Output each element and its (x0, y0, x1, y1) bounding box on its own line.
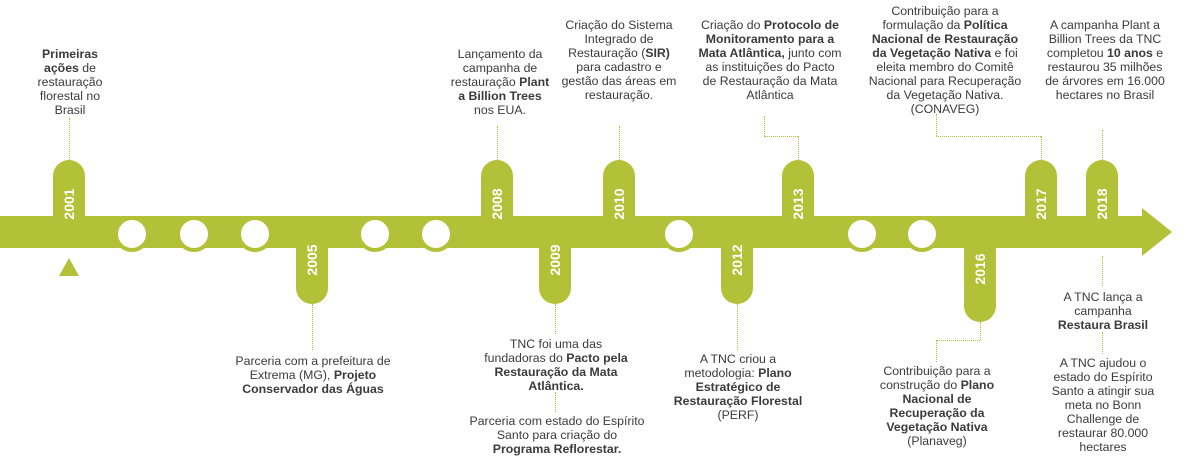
highlight-text: Primeiras ações (41, 47, 99, 75)
highlight-text: SIR) (645, 46, 670, 60)
leader-line (936, 136, 1041, 137)
highlight-text: Projeto Conservador das Águas (242, 368, 384, 396)
milestone-text-2010: Criação do Sistema Integrado de Restaura… (561, 18, 677, 102)
body-text: Parceria com a prefeitura de Extrema (MG… (235, 354, 391, 382)
leader-line (936, 114, 937, 136)
year-label: 2012 (729, 244, 745, 276)
body-text: junto com as instituições do Pacto de Re… (702, 46, 842, 102)
year-label: 2017 (1033, 188, 1049, 220)
timeline-node (176, 216, 212, 252)
leader-line (936, 340, 980, 341)
timeline-node (418, 216, 454, 252)
milestone-text-2018: A campanha Plant a Billion Trees da TNC … (1043, 18, 1167, 102)
body-text: TNC foi uma das fundadoras do (484, 337, 603, 365)
leader-line (312, 304, 313, 350)
year-dot (1091, 222, 1113, 244)
start-marker-icon (59, 258, 79, 276)
timeline-node (661, 216, 697, 252)
year-dot (608, 222, 630, 244)
milestone-text-2008: Lançamento da campanha de restauração Pl… (448, 47, 552, 117)
timeline-arrow (0, 208, 1172, 256)
highlight-text: Plant a Billion Trees (458, 75, 550, 103)
highlight-text: Restaura Brasil (1057, 318, 1149, 332)
timeline-node (357, 216, 393, 252)
body-text: A campanha Plant a Billion Trees da TNC … (1046, 18, 1162, 60)
body-text: e foi eleita membro do Comitê Nacional p… (868, 46, 1022, 116)
body-text: (PERF) (717, 408, 759, 422)
year-label: 2009 (547, 244, 563, 276)
year-dot (787, 222, 809, 244)
milestone-text-2012: A TNC criou a metodologia: Plano Estraté… (673, 352, 803, 422)
body-text: e restaurou 35 milhões de árvores em 16.… (1045, 46, 1165, 102)
body-text: Contribuição para a construção do (879, 364, 991, 392)
highlight-text: Política Nacional de Restauração da Vege… (871, 18, 1019, 60)
year-label: 2016 (972, 253, 988, 285)
milestone-text-2013: Criação do Protocolo de Monitoramento pa… (697, 18, 843, 102)
year-dot (969, 221, 991, 243)
highlight-text: Plano Estratégico de Restauração Florest… (673, 366, 803, 408)
leader-line (69, 118, 70, 160)
year-label: 2018 (1094, 188, 1110, 220)
leader-line (764, 136, 798, 137)
year-dot (544, 221, 566, 243)
year-dot (1030, 222, 1052, 244)
milestone-text-2001: Primeiras ações de restauração florestal… (30, 47, 110, 117)
timeline-node (844, 216, 880, 252)
timeline-node (237, 216, 273, 252)
leader-line (936, 340, 937, 362)
year-label: 2001 (61, 188, 77, 220)
milestone-text-2005: Parceria com a prefeitura de Extrema (MG… (232, 354, 394, 396)
body-text: para cadastro e gestão das áreas em rest… (561, 60, 677, 102)
leader-line (1102, 332, 1103, 354)
body-text: Parceria com estado do Espírito Santo pa… (469, 414, 645, 442)
body-text: Lançamento da campanha de restauração (450, 47, 543, 89)
leader-line (1102, 130, 1103, 160)
highlight-text: Pacto pela Restauração da Mata Atlântica… (494, 351, 628, 393)
year-label: 2008 (489, 188, 505, 220)
leader-line (619, 126, 620, 160)
highlight-text: Programa Reflorestar. (492, 442, 622, 456)
highlight-text: Protocolo de Monitoramento para a Mata A… (698, 18, 840, 60)
milestone-text-2009: TNC foi uma das fundadoras do Pacto pela… (478, 337, 634, 393)
milestone-text-2018-third: A TNC ajudou o estado do Espírito Santo … (1041, 356, 1165, 454)
milestone-text-2018-second: A TNC lança a campanha Restaura Brasil (1048, 290, 1158, 332)
year-dot (58, 222, 80, 244)
year-dot (301, 221, 323, 243)
year-dot (726, 221, 748, 243)
year-dot (486, 222, 508, 244)
milestone-text-2009-second: Parceria com estado do Espírito Santo pa… (468, 414, 646, 456)
year-label: 2013 (790, 188, 806, 220)
body-text: de restauração florestal no Brasil (37, 61, 103, 117)
body-text: A TNC criou a metodologia: (684, 352, 777, 380)
timeline-node (904, 216, 940, 252)
leader-line (1102, 256, 1103, 286)
leader-line (980, 322, 981, 340)
body-text: Contribuição para a formulação da (882, 4, 999, 32)
leader-line (555, 392, 556, 412)
milestone-text-2016: Contribuição para a construção do Plano … (873, 364, 1001, 448)
body-text: A TNC lança a campanha (1063, 290, 1143, 318)
leader-line (737, 304, 738, 350)
body-text: (Planaveg) (907, 434, 967, 448)
milestone-text-2017: Contribuição para a formulação da Políti… (867, 4, 1023, 116)
highlight-text: Plano Nacional de Recuperação da Vegetaç… (886, 378, 995, 434)
timeline-node (114, 216, 150, 252)
highlight-text: 10 anos (1107, 46, 1153, 60)
leader-line (764, 116, 765, 136)
leader-line (1041, 136, 1042, 160)
body-text: Criação do Sistema Integrado de Restaura… (565, 18, 673, 60)
leader-line (555, 304, 556, 334)
year-label: 2010 (611, 188, 627, 220)
leader-line (798, 136, 799, 160)
year-label: 2005 (304, 244, 320, 276)
leader-line (497, 126, 498, 160)
body-text: Criação do (700, 18, 764, 32)
body-text: A TNC ajudou o estado do Espírito Santo … (1051, 356, 1155, 454)
body-text: nos EUA. (474, 103, 526, 117)
